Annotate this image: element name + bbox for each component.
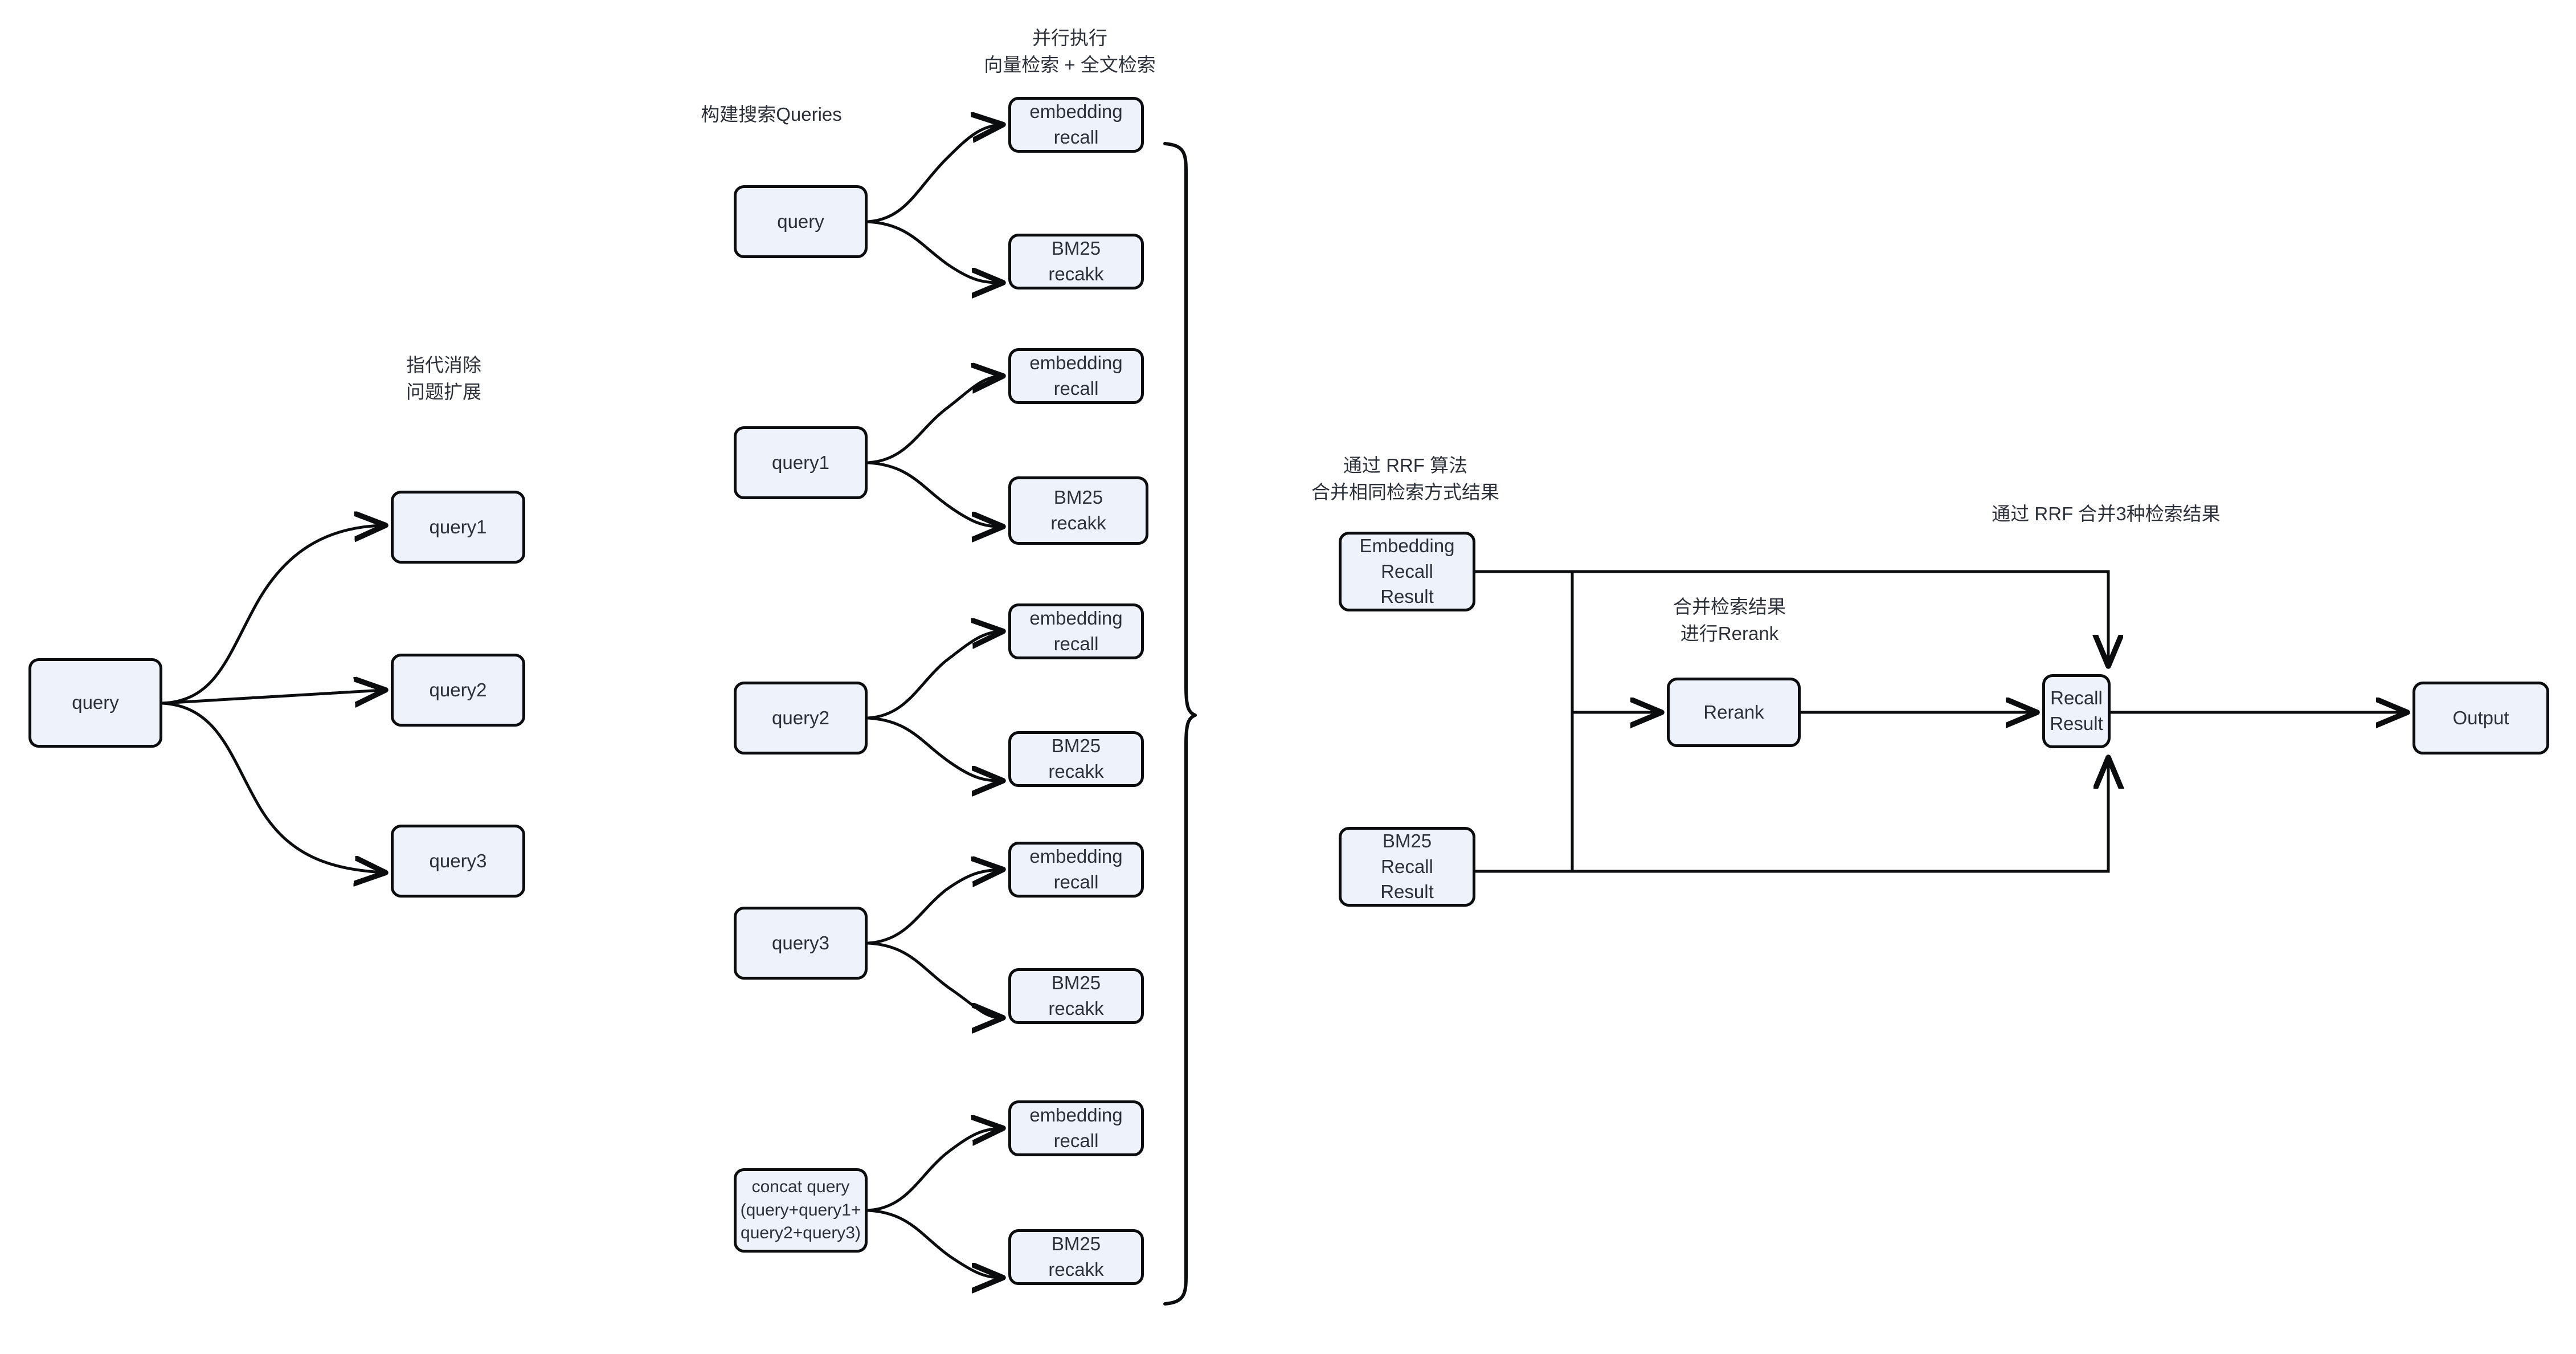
node-bm25-recall-1[interactable]: BM25 recakk [1008,234,1144,289]
caption-parallel: 并行执行 向量检索 + 全文检索 [984,27,1156,75]
edge-col2-query1-to-emb2 [866,376,1000,464]
node-embedding-recall-1[interactable]: embedding recall [1008,97,1144,153]
node-embedding-recall-3[interactable]: embedding recall [1008,603,1144,659]
edge-col2-query2-to-bm3 [866,716,1000,781]
edge-col2-query1-to-bm2 [866,461,1000,527]
node-query1[interactable]: query1 [391,491,525,564]
node-concat-query[interactable]: concat query (query+query1+ query2+query… [734,1168,868,1253]
node-col2-query3[interactable]: query3 [734,907,868,980]
node-bm25-recall-2[interactable]: BM25 recakk [1008,476,1148,545]
edge-query-to-query1 [161,525,383,705]
caption-build: 构建搜索Queries [701,104,842,125]
edge-col2-query3-to-emb4 [866,870,1000,945]
node-embedding-recall-4[interactable]: embedding recall [1008,842,1144,898]
caption-rerank: 合并检索结果 进行Rerank [1673,596,1786,644]
edge-concat-to-emb5 [866,1128,1000,1212]
edge-emb-result-to-recall [1474,570,2108,663]
node-bm25-recall-5[interactable]: BM25 recakk [1008,1229,1144,1285]
node-query-root[interactable]: query [28,658,162,748]
node-output[interactable]: Output [2413,682,2549,755]
edge-bm25-result-to-recall [1474,760,2108,873]
node-embedding-recall-2[interactable]: embedding recall [1008,348,1144,404]
edge-concat-to-bm5 [866,1209,1000,1278]
node-col2-query1[interactable]: query1 [734,426,868,499]
edge-col2-query-to-emb1 [866,125,1000,223]
node-embedding-recall-result[interactable]: Embedding Recall Result [1339,532,1475,611]
caption-rrf3: 通过 RRF 合并3种检索结果 [1992,503,2221,524]
node-bm25-recall-4[interactable]: BM25 recakk [1008,968,1144,1024]
node-recall-result[interactable]: Recall Result [2042,674,2111,748]
edge-query-to-query3 [161,702,383,872]
node-query3[interactable]: query3 [391,825,525,898]
edge-query-to-query2 [161,690,383,703]
edge-col2-query2-to-emb3 [866,631,1000,720]
grouping-brace [1163,142,1197,1306]
caption-rrf-same: 通过 RRF 算法 合并相同检索方式结果 [1311,455,1499,503]
node-col2-query[interactable]: query [734,185,868,258]
caption-rewrite: 指代消除 问题扩展 [406,354,481,402]
node-rerank[interactable]: Rerank [1667,678,1801,747]
node-embedding-recall-5[interactable]: embedding recall [1008,1100,1144,1156]
edge-col2-query-to-bm1 [866,220,1000,283]
edge-col2-query3-to-bm4 [866,941,1000,1018]
node-col2-query2[interactable]: query2 [734,682,868,755]
node-bm25-recall-result[interactable]: BM25 Recall Result [1339,827,1475,907]
node-bm25-recall-3[interactable]: BM25 recakk [1008,731,1144,787]
node-query2[interactable]: query2 [391,654,525,727]
